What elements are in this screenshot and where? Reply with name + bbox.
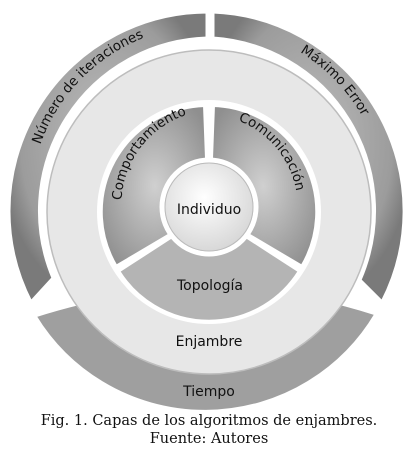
- numero-iteraciones-segment: [7, 10, 209, 305]
- topologia-label: Topología: [176, 278, 243, 294]
- caption-title: Fig. 1. Capas de los algoritmos de enjam…: [40, 413, 378, 429]
- topologia-sector: [115, 209, 303, 324]
- figure-caption: Fig. 1. Capas de los algoritmos de enjam…: [0, 412, 418, 448]
- individuo-core: [159, 157, 259, 257]
- individuo-label: Individuo: [177, 202, 241, 218]
- maximo-error-segment: [211, 10, 406, 305]
- caption-source: Fuente: Autores: [149, 431, 269, 447]
- tiempo-label: Tiempo: [182, 384, 235, 400]
- enjambre-label: Enjambre: [176, 334, 243, 350]
- swarm-layers-diagram: Individuo Topología Enjambre Tiempo Núme…: [7, 10, 406, 412]
